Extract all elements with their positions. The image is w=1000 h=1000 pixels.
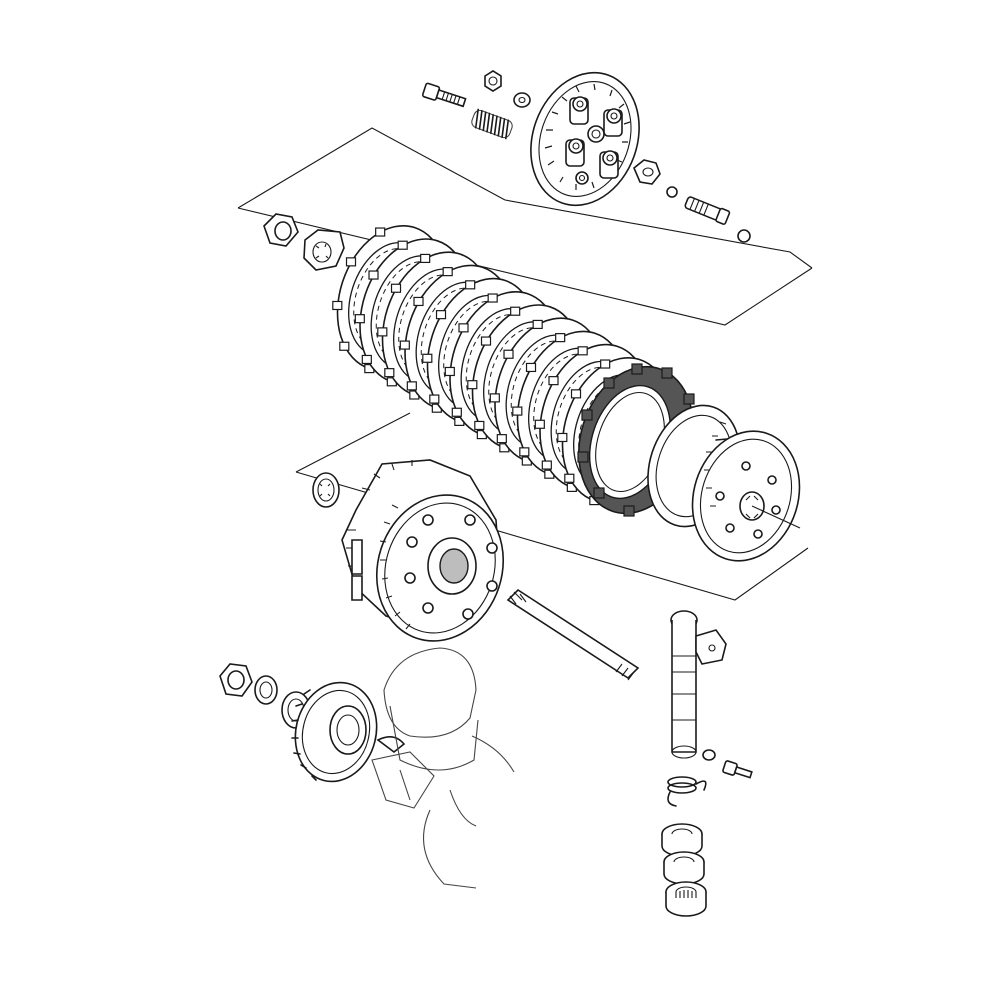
plate-tooth [397, 240, 408, 250]
clutch-plates [332, 225, 673, 506]
hub-nut [263, 213, 299, 247]
plate-tooth [519, 447, 530, 457]
clutch-push-shaft [506, 588, 640, 681]
plate-tooth [496, 434, 507, 444]
plate-tooth [465, 280, 476, 290]
lock-washer [303, 229, 345, 271]
washer [513, 92, 531, 108]
plate-tooth [555, 333, 566, 343]
plate-tooth [458, 323, 469, 333]
plate-tooth [429, 394, 440, 404]
plate-tooth [390, 283, 402, 293]
thrust-washer [312, 472, 340, 508]
plate-tooth [548, 376, 559, 386]
clutch-spring [471, 108, 513, 140]
oil-seal [661, 823, 703, 857]
plate-tooth [435, 310, 447, 320]
primary-gear-nut [219, 663, 253, 697]
release-lever-shaft [670, 610, 727, 759]
plate-tooth [375, 227, 386, 237]
plate-tooth [361, 354, 372, 365]
plate-tooth [489, 393, 500, 403]
plate-tooth [474, 420, 485, 431]
plate-tooth [413, 296, 424, 307]
crankshaft [371, 647, 515, 889]
plate-tooth [467, 380, 478, 390]
friction-disc [577, 363, 703, 517]
plate-tooth [377, 327, 388, 337]
lever-screw [722, 760, 753, 779]
plate-tooth [444, 366, 455, 377]
plate-tooth [399, 340, 410, 350]
plate-tooth [451, 407, 462, 417]
o-ring [666, 186, 678, 198]
bolt [421, 82, 467, 108]
plate-tooth [422, 353, 433, 363]
plate-tooth [534, 419, 545, 429]
plate-tooth [503, 349, 514, 359]
plate-tooth [577, 346, 588, 356]
plate-tooth [384, 368, 395, 378]
plate-tooth [487, 293, 498, 303]
release-lever-spring [667, 776, 707, 807]
plate-tooth [600, 359, 611, 369]
plate-tooth [557, 432, 568, 443]
lever-washer [702, 749, 716, 761]
pressure-plate [530, 71, 640, 207]
plate-tooth [420, 253, 431, 264]
plate-tooth [345, 257, 357, 267]
plate-tooth [564, 473, 575, 483]
plate-tooth [525, 362, 537, 373]
oil-seal-2 [663, 851, 705, 885]
woodruff-key [376, 736, 406, 754]
plate-tooth [510, 306, 521, 316]
release-bearing-nut [633, 159, 661, 185]
primary-drive-gear [291, 681, 378, 783]
plate-tooth [512, 406, 523, 416]
nut [484, 70, 502, 92]
plate-tooth [541, 460, 552, 470]
ball [737, 229, 751, 243]
plate-tooth [354, 314, 365, 324]
clutch-basket [341, 459, 505, 642]
clutch-pushrod [684, 196, 731, 225]
clutch-hub [647, 404, 801, 562]
primary-gear-washer [254, 675, 278, 705]
plate-tooth [532, 319, 543, 330]
plate-tooth [406, 381, 417, 391]
plate-tooth [332, 300, 343, 311]
plate-tooth [339, 341, 350, 351]
plate-tooth [570, 389, 582, 399]
needle-bearing [665, 881, 707, 917]
plate-tooth [368, 270, 379, 280]
plate-tooth [442, 267, 453, 277]
plate-tooth [480, 336, 492, 346]
